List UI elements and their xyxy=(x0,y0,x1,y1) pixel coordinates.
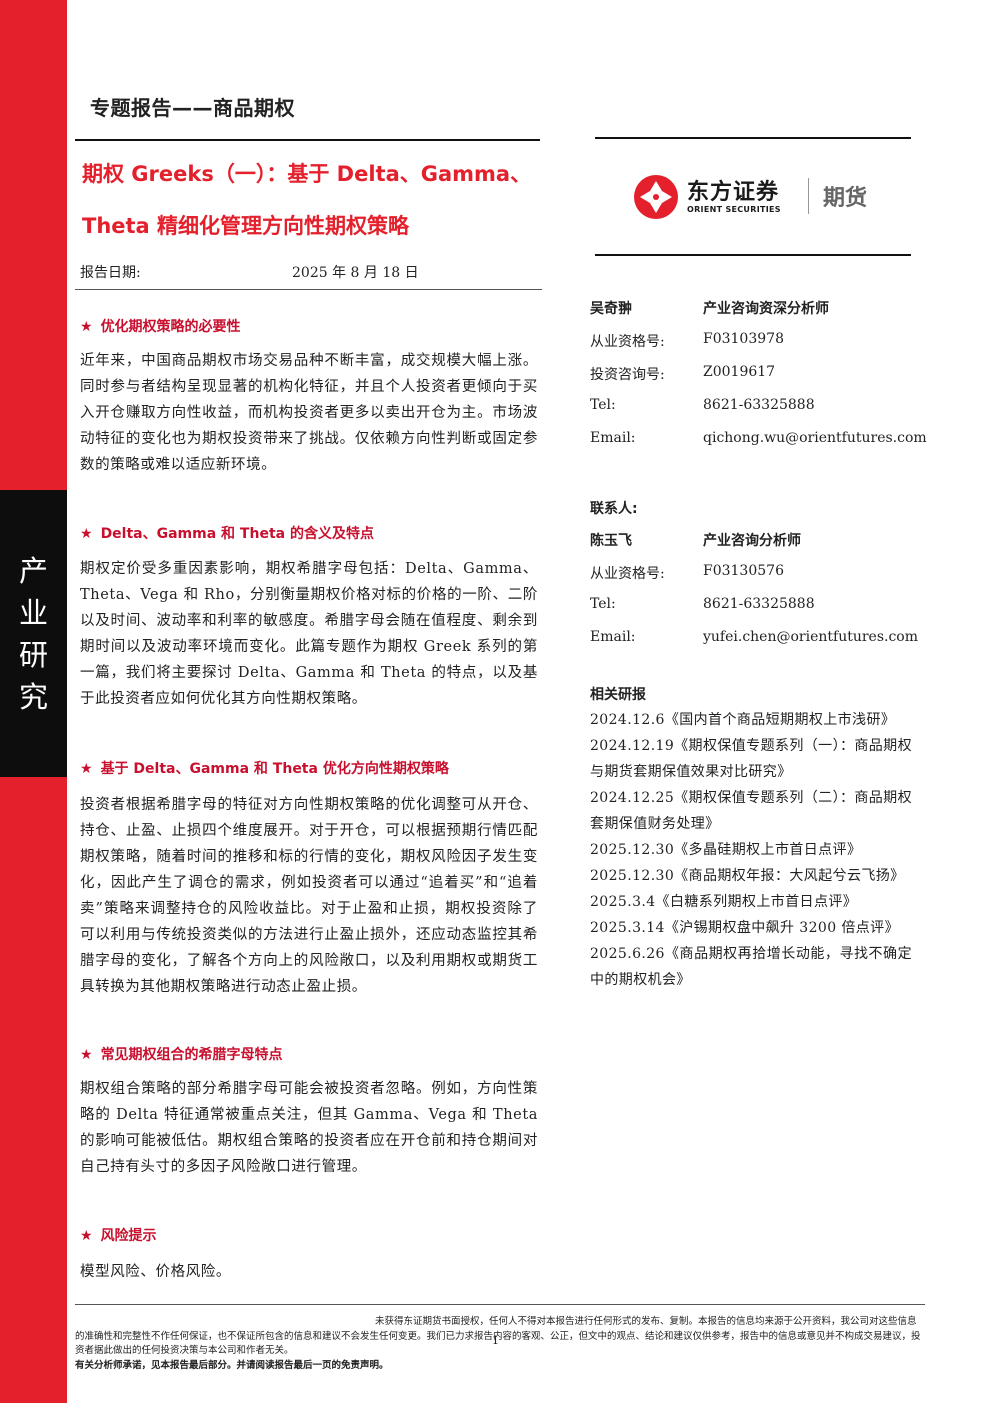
contact-title: 产业咨询分析师 xyxy=(703,533,801,549)
report-date-value: 2025 年 8 月 18 日 xyxy=(292,265,419,281)
report-date-label: 报告日期: xyxy=(80,265,141,281)
star-icon: ★ xyxy=(80,319,93,335)
related-report-item[interactable]: 2025.12.30《商品期权年报：大风起兮云飞扬》 xyxy=(590,868,905,884)
related-report-item[interactable]: 2024.12.25《期权保值专题系列（二）：商品期权套期保值财务处理》 xyxy=(590,790,912,832)
related-report-item[interactable]: 2025.3.14《沪锡期权盘中飙升 3200 倍点评》 xyxy=(590,920,899,936)
section-heading: ★优化期权策略的必要性 xyxy=(80,319,241,335)
page-number: 1 xyxy=(492,1334,499,1347)
side-tab: 产 业 研 究 xyxy=(0,490,67,777)
disclaimer-text: 未获得东证期货书面授权，任何人不得对本报告进行任何形式的发布、复制。本报告的信息… xyxy=(75,1316,921,1356)
date-rule xyxy=(75,289,542,290)
header-rule-left xyxy=(75,139,540,141)
section-body: 近年来，中国商品期权市场交易品种不断丰富，成交规模大幅上涨。同时参与者结构呈现显… xyxy=(80,353,538,473)
header-rule-right xyxy=(595,137,911,139)
analyst-email-link[interactable]: qichong.wu@orientfutures.com xyxy=(703,430,927,446)
star-icon: ★ xyxy=(80,1047,93,1063)
related-report-item[interactable]: 2024.12.19《期权保值专题系列（一）：商品期权与期货套期保值效果对比研究… xyxy=(590,738,912,780)
related-report-item[interactable]: 2025.3.4《白糖系列期权上市首日点评》 xyxy=(590,894,858,910)
contact-heading: 联系人: xyxy=(590,501,638,517)
side-tab-char: 研 xyxy=(18,637,48,672)
logo-bottom-rule xyxy=(595,254,911,256)
footer-rule xyxy=(75,1304,925,1305)
section-heading: ★Delta、Gamma 和 Theta 的含义及特点 xyxy=(80,526,374,542)
footer-disclaimer: 未获得东证期货书面授权，任何人不得对本报告进行任何形式的发布、复制。本报告的信息… xyxy=(75,1315,925,1373)
section-body: 期权定价受多重因素影响，期权希腊字母包括：Delta、Gamma、Theta、V… xyxy=(80,561,538,707)
star-icon: ★ xyxy=(80,526,93,542)
company-logo: 东方证券 ORIENT SECURITIES 期货 xyxy=(633,172,893,222)
disclaimer-bold-line: 有关分析师承诺，见本报告最后部分。并请阅读报告最后一页的免责声明。 xyxy=(75,1359,389,1371)
section-body: 投资者根据希腊字母的特征对方向性期权策略的优化调整可从开仓、持仓、止盈、止损四个… xyxy=(80,797,538,995)
related-reports-heading: 相关研报 xyxy=(590,687,646,703)
report-title-line2: Theta 精细化管理方向性期权策略 xyxy=(82,214,410,238)
related-report-item[interactable]: 2025.6.26《商品期权再拾增长动能，寻找不确定中的期权机会》 xyxy=(590,946,912,988)
analyst-name: 吴奇翀 xyxy=(590,301,632,317)
logo-division: 期货 xyxy=(823,186,868,211)
related-reports-list: 2024.12.6《国内首个商品短期期权上市浅研》 2024.12.19《期权保… xyxy=(590,707,912,993)
star-icon: ★ xyxy=(80,1228,93,1244)
section-heading: ★风险提示 xyxy=(80,1228,157,1244)
side-tab-char: 业 xyxy=(18,595,48,630)
contact-name: 陈玉飞 xyxy=(590,533,632,549)
side-tab-char: 究 xyxy=(18,679,48,714)
section-heading: ★常见期权组合的希腊字母特点 xyxy=(80,1047,283,1063)
section-heading: ★基于 Delta、Gamma 和 Theta 优化方向性期权策略 xyxy=(80,761,449,777)
analyst-title: 产业咨询资深分析师 xyxy=(703,301,829,317)
section-body: 期权组合策略的部分希腊字母可能会被投资者忽略。例如，方向性策略的 Delta 特… xyxy=(80,1081,538,1175)
contact-email-link[interactable]: yufei.chen@orientfutures.com xyxy=(703,629,919,645)
doc-type-label: 专题报告——商品期权 xyxy=(90,96,295,120)
logo-separator xyxy=(808,178,809,214)
related-report-item[interactable]: 2024.12.6《国内首个商品短期期权上市浅研》 xyxy=(590,712,896,728)
related-report-item[interactable]: 2025.12.30《多晶硅期权上市首日点评》 xyxy=(590,842,862,858)
logo-brand-en: ORIENT SECURITIES xyxy=(687,205,781,214)
report-title-line1: 期权 Greeks（一）：基于 Delta、Gamma、 xyxy=(82,162,532,186)
logo-brand-name: 东方证券 xyxy=(687,180,780,205)
section-body: 模型风险、价格风险。 xyxy=(80,1264,231,1280)
orient-logo-icon xyxy=(634,175,678,219)
star-icon: ★ xyxy=(80,761,93,777)
side-tab-char: 产 xyxy=(18,553,48,588)
